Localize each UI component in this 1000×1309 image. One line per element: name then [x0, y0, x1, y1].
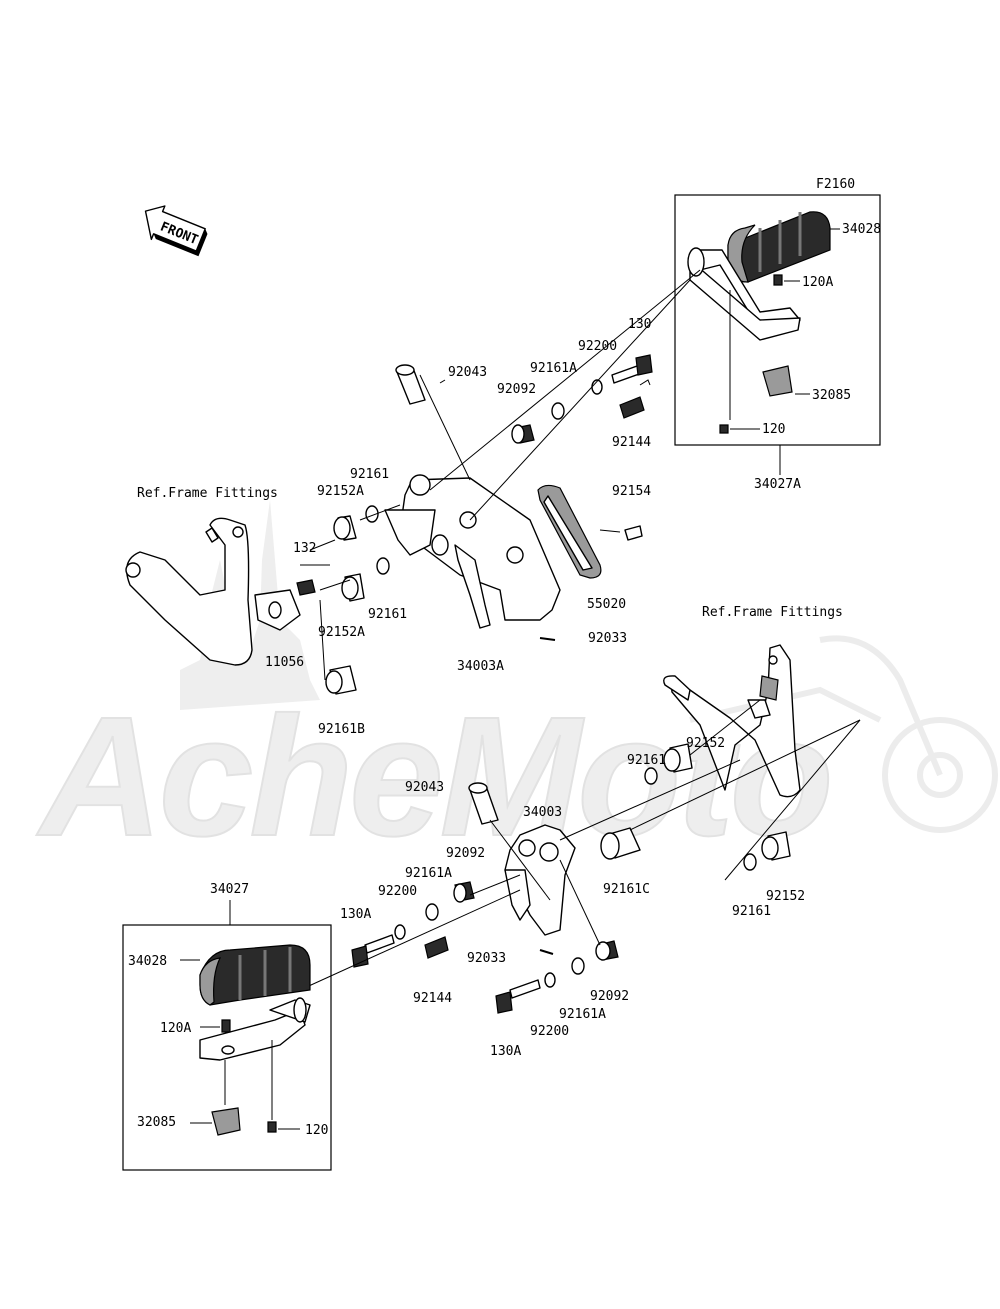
- label-132: 132: [293, 541, 316, 556]
- label-120A-bottom: 120A: [160, 1021, 191, 1036]
- part-labels: 34028 120A 32085 120 34027A 130 92200 92…: [128, 222, 881, 1138]
- label-11056: 11056: [265, 655, 304, 670]
- ref-frame-fittings-lower: Ref.Frame Fittings: [702, 605, 843, 620]
- label-92152-b: 92152: [766, 889, 805, 904]
- label-92161-upper-2: 92161: [368, 607, 407, 622]
- label-120-top: 120: [762, 422, 785, 437]
- ref-frame-fittings-upper: Ref.Frame Fittings: [137, 486, 278, 501]
- label-92200-bottom-1: 92200: [378, 884, 417, 899]
- label-92092-bottom-2: 92092: [590, 989, 629, 1004]
- label-55020: 55020: [587, 597, 626, 612]
- label-92152A-upper-1: 92152A: [317, 484, 364, 499]
- label-34003A: 34003A: [457, 659, 504, 674]
- diagram-id: F2160: [816, 177, 855, 192]
- label-92161C: 92161C: [603, 882, 650, 897]
- footpeg-assembly-lower: [122, 900, 332, 1171]
- watermark-motorcycle: [689, 635, 998, 833]
- label-130A-bottom-1: 130A: [340, 907, 371, 922]
- bracket-assembly-upper: [125, 269, 701, 695]
- label-92200-top: 92200: [578, 339, 617, 354]
- label-92092-top: 92092: [497, 382, 536, 397]
- label-92043-bottom: 92043: [405, 780, 444, 795]
- label-92043-top: 92043: [448, 365, 487, 380]
- footpeg-rubber-upper: [727, 211, 831, 283]
- label-34027: 34027: [210, 882, 249, 897]
- label-92200-bottom-2: 92200: [530, 1024, 569, 1039]
- label-120A-top: 120A: [802, 275, 833, 290]
- label-92161A-bottom-1: 92161A: [405, 866, 452, 881]
- label-34027A: 34027A: [754, 477, 801, 492]
- label-92161B: 92161B: [318, 722, 365, 737]
- label-130-top: 130: [628, 317, 651, 332]
- label-92152-a: 92152: [686, 736, 725, 751]
- label-92161-b: 92161: [732, 904, 771, 919]
- label-120-bottom: 120: [305, 1123, 328, 1138]
- label-92144-top: 92144: [612, 435, 651, 450]
- label-92144-bottom: 92144: [413, 991, 452, 1006]
- label-34028-bottom: 34028: [128, 954, 167, 969]
- label-92161A-bottom-2: 92161A: [559, 1007, 606, 1022]
- label-92161A-top: 92161A: [530, 361, 577, 376]
- label-34028-top: 34028: [842, 222, 881, 237]
- label-32085-bottom: 32085: [137, 1115, 176, 1130]
- label-92092-bottom-1: 92092: [446, 846, 485, 861]
- label-92161-a: 92161: [627, 753, 666, 768]
- label-92154: 92154: [612, 484, 651, 499]
- label-92161-upper-1: 92161: [350, 467, 389, 482]
- front-arrow-icon: FRONT: [144, 205, 208, 257]
- label-130A-bottom-2: 130A: [490, 1044, 521, 1059]
- label-32085-top: 32085: [812, 388, 851, 403]
- label-92152A-upper-2: 92152A: [318, 625, 365, 640]
- label-92033-top: 92033: [588, 631, 627, 646]
- footpeg-assembly-upper: [674, 194, 881, 475]
- label-34003: 34003: [523, 805, 562, 820]
- label-92033-bottom: 92033: [467, 951, 506, 966]
- bracket-assembly-lower: [299, 699, 861, 1014]
